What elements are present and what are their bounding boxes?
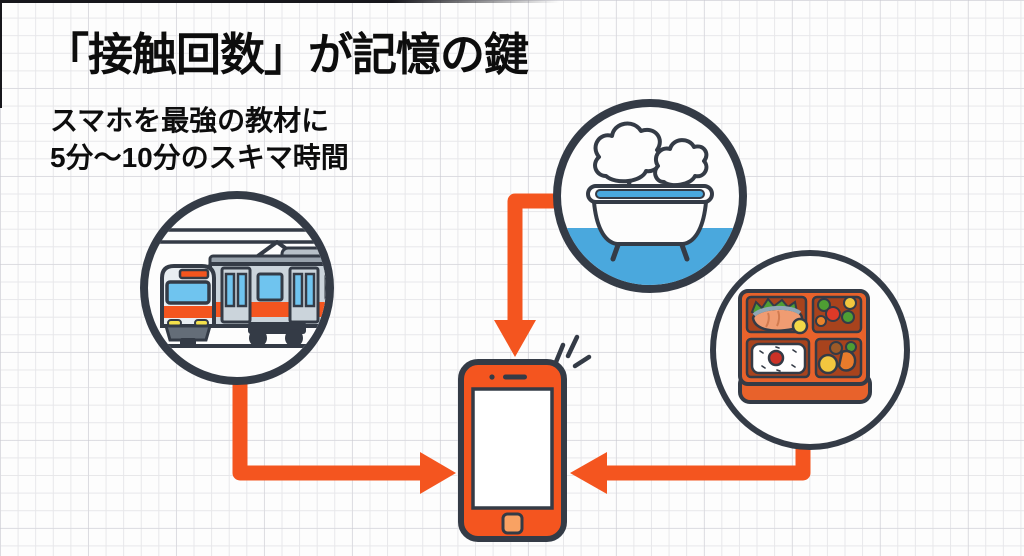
tomato: [825, 306, 841, 322]
phone-speaker: [503, 374, 527, 380]
arrows: [232, 193, 811, 494]
arrow-train-to-phone: [232, 376, 456, 494]
carrot: [837, 349, 857, 372]
bathtub-icon: [553, 99, 747, 293]
umeboshi: [767, 349, 785, 367]
phone-home-button: [501, 512, 524, 535]
notification-sparkle-icon: [553, 334, 592, 369]
train-commute-icon: [140, 191, 334, 385]
bento-meal-icon: [710, 250, 910, 450]
frame-edge-top: [0, 0, 560, 3]
frame-edge-left: [0, 0, 2, 108]
phone-camera: [489, 374, 495, 380]
arrow-bento-to-phone: [570, 440, 811, 494]
subtitle-line-2: 5分〜10分のスキマ時間: [50, 142, 349, 173]
lemon: [791, 317, 809, 335]
corn: [843, 296, 857, 310]
smartphone-icon: [458, 334, 592, 542]
slide-subtitle: スマホを最強の教材に 5分〜10分のスキマ時間: [50, 102, 349, 176]
subtitle-line-1: スマホを最強の教材に: [50, 105, 330, 136]
steam-puff-right: [653, 138, 709, 188]
steam-puff-left: [593, 121, 663, 184]
phone-screen: [471, 387, 554, 510]
arrow-bath-to-phone: [494, 193, 560, 357]
slide-title: 「接触回数」が記憶の鍵: [44, 29, 529, 80]
